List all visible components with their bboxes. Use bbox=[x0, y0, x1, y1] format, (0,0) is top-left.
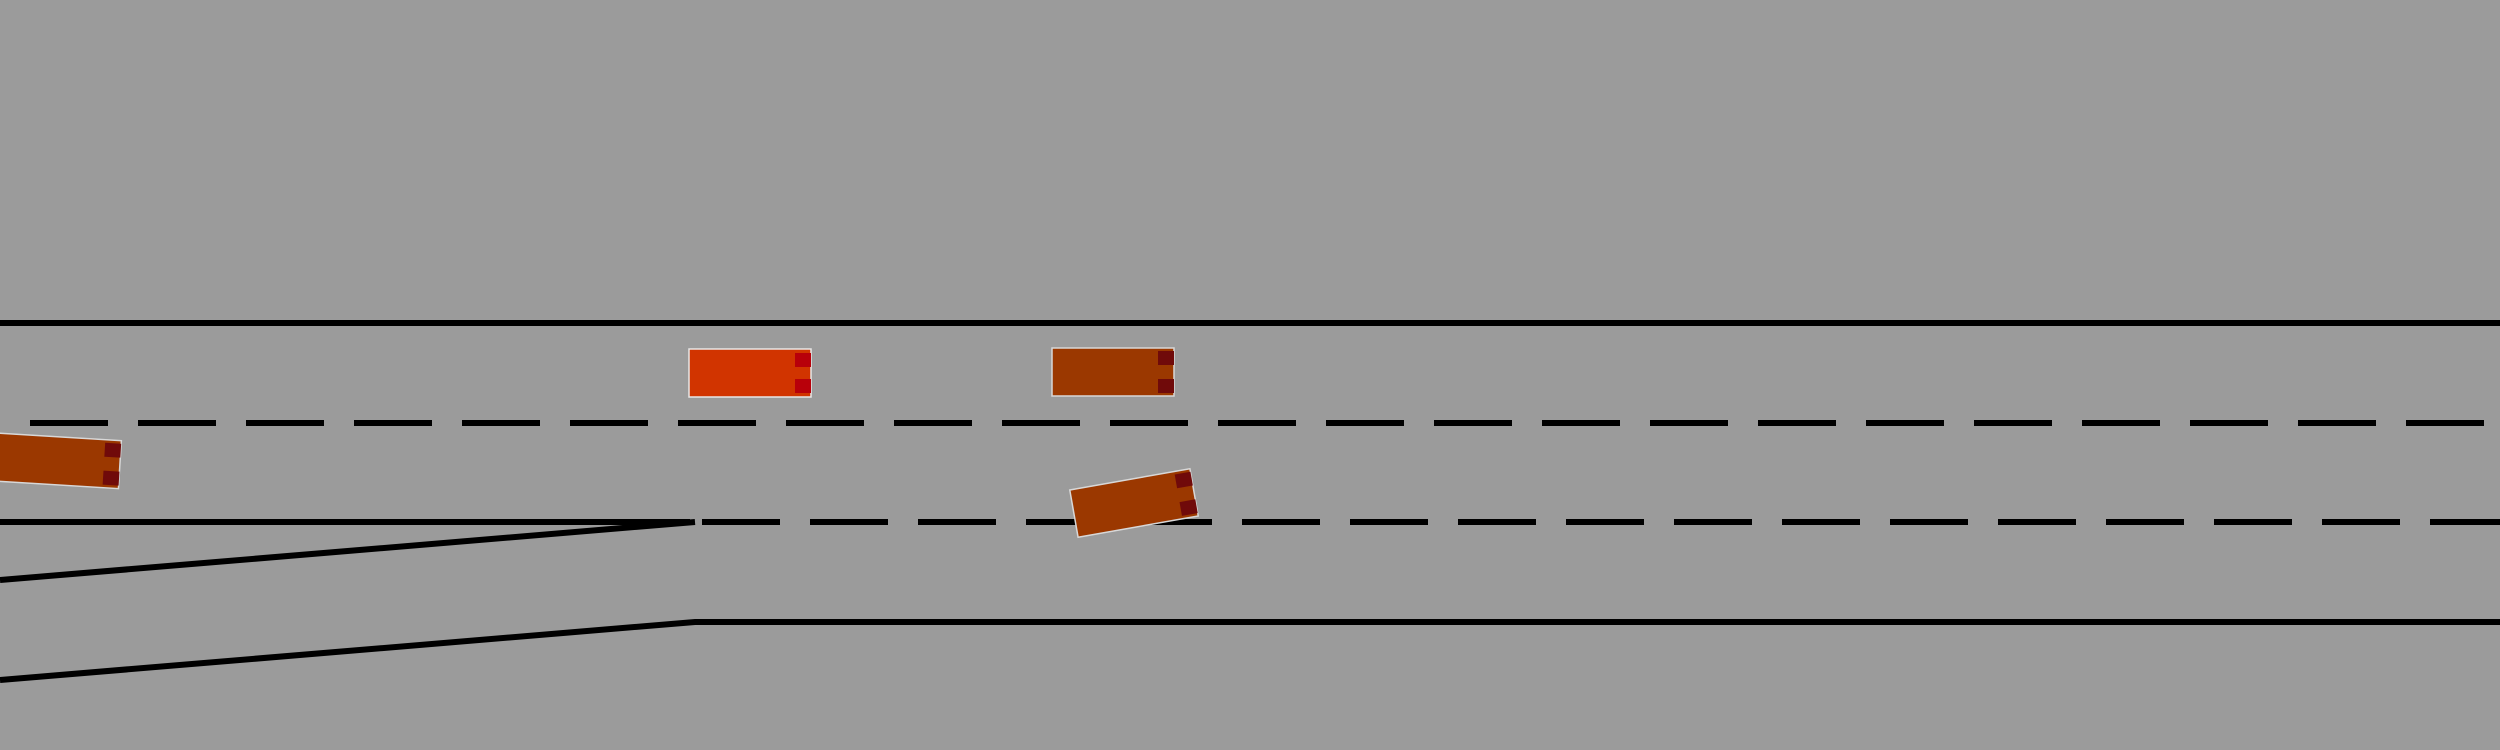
road-edge-bottom bbox=[0, 619, 2500, 683]
headlight-icon bbox=[1179, 499, 1198, 516]
vehicle-2 bbox=[1051, 347, 1175, 397]
headlight-icon bbox=[104, 442, 122, 458]
headlight-icon bbox=[1158, 379, 1174, 393]
headlight-icon bbox=[795, 353, 811, 367]
vehicle-body bbox=[1068, 467, 1200, 539]
ramp-edge-upper bbox=[0, 519, 696, 583]
headlight-icon bbox=[1158, 351, 1174, 365]
vehicle-3 bbox=[0, 432, 123, 490]
vehicle-4 bbox=[1068, 467, 1200, 539]
headlight-icon bbox=[1174, 471, 1193, 489]
headlight-icon bbox=[795, 379, 811, 393]
vehicle-body bbox=[688, 348, 812, 398]
ego-vehicle bbox=[688, 348, 812, 398]
headlight-icon bbox=[102, 470, 120, 486]
vehicle-body bbox=[1051, 347, 1175, 397]
vehicle-body bbox=[0, 432, 123, 490]
